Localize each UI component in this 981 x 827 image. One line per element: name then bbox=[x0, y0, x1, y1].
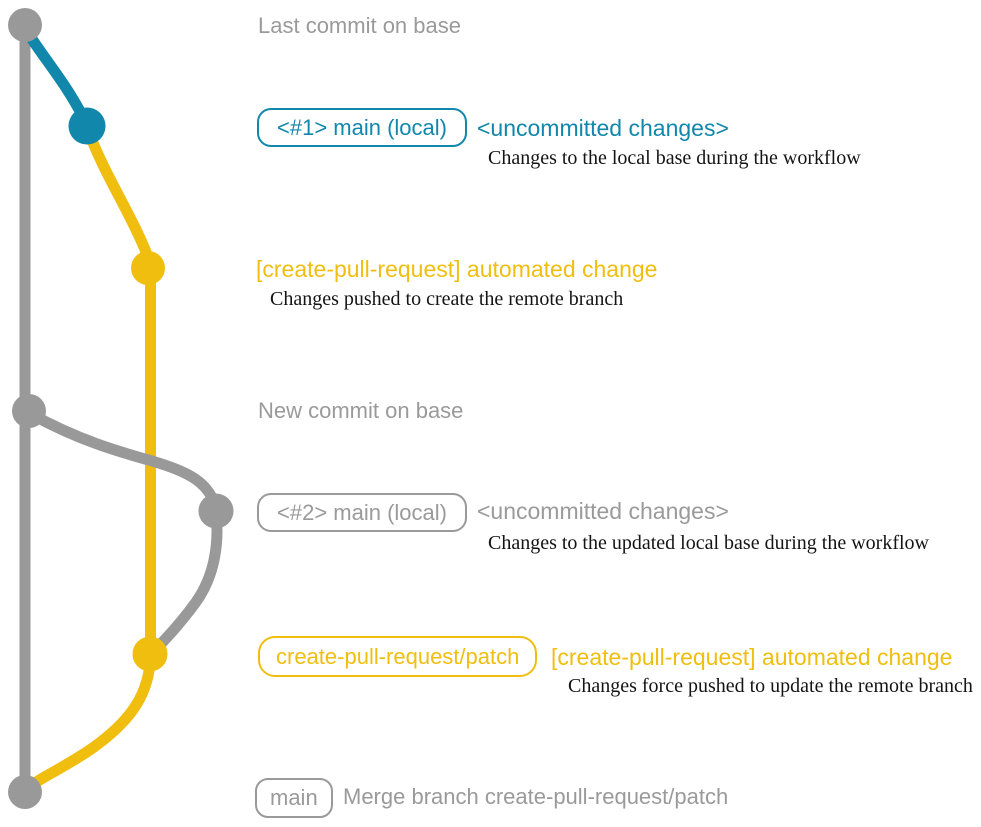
branch-badge-main: main bbox=[255, 778, 333, 818]
automated-change-description-2: Changes force pushed to update the remot… bbox=[568, 675, 973, 697]
commit-dot-patch-1 bbox=[131, 251, 165, 285]
uncommitted-changes-description-2: Changes to the updated local base during… bbox=[488, 532, 929, 554]
branch-badge-main-local-2: <#2> main (local) bbox=[257, 493, 467, 532]
automated-change-title-2: [create-pull-request] automated change bbox=[551, 644, 953, 670]
commit-dot-local-2 bbox=[198, 493, 234, 529]
branch-badge-patch-label: create-pull-request/patch bbox=[276, 643, 520, 669]
automated-change-title-1: [create-pull-request] automated change bbox=[256, 256, 658, 282]
branch-badge-main-local-2-label: <#2> main (local) bbox=[277, 499, 447, 525]
local-changes-curve-2 bbox=[25, 408, 223, 658]
branch-badge-main-local-1-label: <#1> main (local) bbox=[277, 114, 447, 140]
local-changes-curve-1 bbox=[20, 24, 89, 123]
commit-dot-merge bbox=[8, 775, 42, 809]
new-commit-label: New commit on base bbox=[258, 398, 464, 423]
commit-dot-local-1 bbox=[68, 107, 106, 145]
uncommitted-changes-description-1: Changes to the local base during the wor… bbox=[488, 147, 861, 169]
commit-dot-base-new bbox=[12, 394, 46, 428]
commit-dot-base-last bbox=[8, 8, 42, 42]
last-commit-label: Last commit on base bbox=[258, 13, 461, 38]
commit-dot-patch-2 bbox=[132, 636, 168, 672]
branch-badge-main-local-1: <#1> main (local) bbox=[257, 108, 467, 147]
automated-change-description-1: Changes pushed to create the remote bran… bbox=[270, 288, 624, 310]
uncommitted-changes-note-1: <uncommitted changes> bbox=[477, 115, 729, 141]
merge-commit-label: Merge branch create-pull-request/patch bbox=[343, 784, 729, 809]
branch-badge-main-label: main bbox=[270, 785, 318, 810]
branch-badge-patch: create-pull-request/patch bbox=[258, 636, 538, 677]
uncommitted-changes-note-2: <uncommitted changes> bbox=[477, 498, 729, 524]
